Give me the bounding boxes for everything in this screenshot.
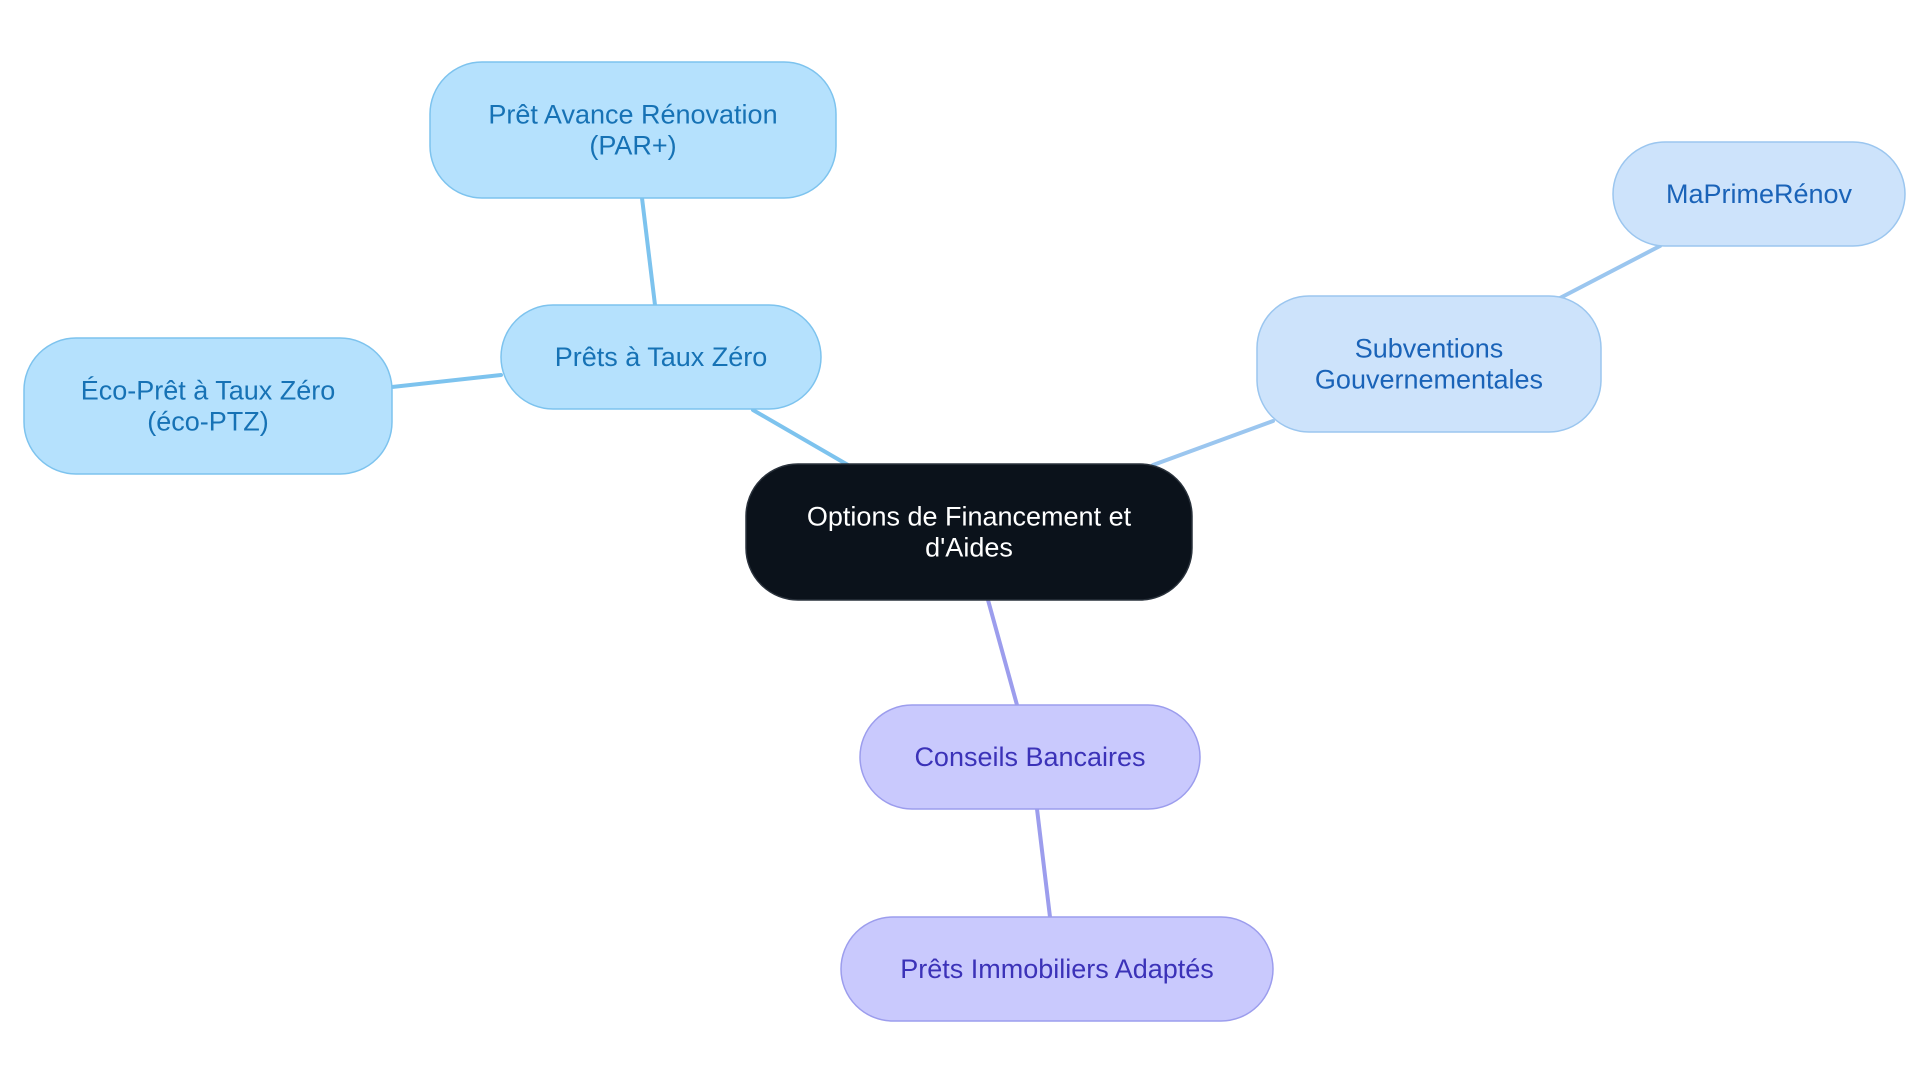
node-label-root-line-1: Options de Financement et (807, 502, 1132, 532)
edge-subventions-to-maprimerenov (1558, 244, 1662, 300)
node-prets-immobiliers[interactable]: Prêts Immobiliers Adaptés (840, 916, 1274, 1022)
edge-root-to-prets-taux-zero (751, 408, 850, 467)
node-conseils-bancaires[interactable]: Conseils Bancaires (859, 704, 1201, 810)
node-label-par-plus-line-2: (PAR+) (589, 131, 676, 161)
node-par-plus[interactable]: Prêt Avance Rénovation(PAR+) (429, 61, 837, 199)
node-label-subventions-line-1: Subventions (1355, 334, 1504, 364)
node-shape-eco-ptz (23, 337, 393, 475)
node-shape-subventions (1256, 295, 1602, 433)
edge-conseils-bancaires-to-prets-immobiliers (1035, 807, 1052, 919)
node-label-prets-taux-zero-line-1: Prêts à Taux Zéro (555, 342, 768, 372)
node-eco-ptz[interactable]: Éco-Prêt à Taux Zéro(éco-PTZ) (23, 337, 393, 475)
node-label-root-line-2: d'Aides (925, 533, 1013, 563)
edge-root-to-subventions (1151, 419, 1275, 467)
node-maprimerenov[interactable]: MaPrimeRénov (1612, 141, 1906, 247)
node-label-eco-ptz-line-2: (éco-PTZ) (147, 407, 269, 437)
node-label-eco-ptz-line-1: Éco-Prêt à Taux Zéro (81, 376, 336, 406)
node-label-prets-immobiliers-line-1: Prêts Immobiliers Adaptés (900, 954, 1214, 984)
node-prets-taux-zero[interactable]: Prêts à Taux Zéro (500, 304, 822, 410)
node-shape-prets-taux-zero (500, 304, 822, 410)
edge-root-to-conseils-bancaires (986, 598, 1019, 707)
node-label-conseils-bancaires-line-1: Conseils Bancaires (914, 742, 1145, 772)
node-shape-root (745, 463, 1193, 601)
node-shape-prets-immobiliers (840, 916, 1274, 1022)
node-label-maprimerenov-line-1: MaPrimeRénov (1666, 179, 1853, 209)
node-shape-maprimerenov (1612, 141, 1906, 247)
node-label-par-plus-line-1: Prêt Avance Rénovation (488, 100, 777, 130)
edge-prets-taux-zero-to-eco-ptz (390, 373, 503, 389)
node-label-subventions-line-2: Gouvernementales (1315, 365, 1543, 395)
mind-map-nodes: Options de Financement etd'Aides Prêts à … (23, 61, 1906, 1022)
mind-map-edges (390, 196, 1662, 919)
node-shape-par-plus (429, 61, 837, 199)
node-shape-conseils-bancaires (859, 704, 1201, 810)
edge-prets-taux-zero-to-par-plus (640, 196, 657, 307)
node-root[interactable]: Options de Financement etd'Aides (745, 463, 1193, 601)
